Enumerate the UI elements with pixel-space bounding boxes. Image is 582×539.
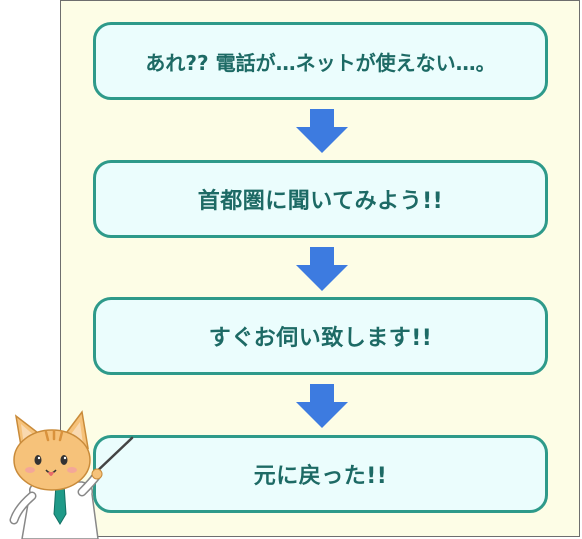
flow-step-3-label: すぐお伺い致します!! (208, 326, 433, 351)
cat-teacher-icon (9, 410, 134, 539)
flow-step-1: あれ?? 電話が…ネットが使えない…。 (93, 22, 548, 100)
flow-step-2-label: 首都圏に聞いてみよう!! (197, 189, 444, 214)
flow-step-4-label: 元に戻った!! (253, 464, 388, 489)
flow-step-1-label: あれ?? 電話が…ネットが使えない…。 (145, 50, 496, 75)
flow-step-4: 元に戻った!! (93, 435, 548, 513)
flow-step-3: すぐお伺い致します!! (93, 297, 548, 375)
flow-step-2: 首都圏に聞いてみよう!! (93, 160, 548, 238)
arrow-down-icon (296, 384, 348, 428)
arrow-down-icon (296, 109, 348, 153)
arrow-down-icon (296, 247, 348, 291)
